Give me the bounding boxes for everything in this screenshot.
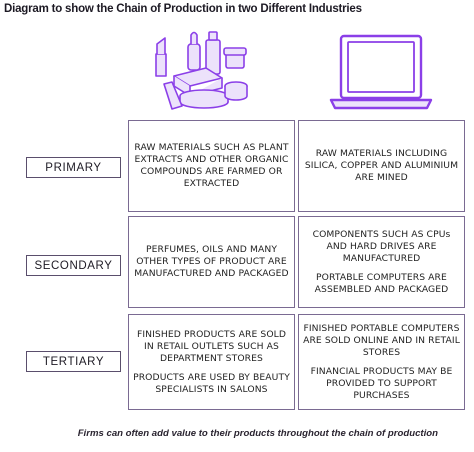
cell-text: FINISHED PRODUCTS ARE SOLD IN RETAIL OUT… [136,328,287,364]
cell-text: RAW MATERIALS INCLUDING SILICA, COPPER A… [304,148,459,183]
stage-label-secondary: SECONDARY [26,255,121,276]
stage-label-tertiary: TERTIARY [26,351,121,372]
cell-secondary-cosmetics: PERFUMES, OILS AND MANY OTHER TYPES OF P… [128,216,295,308]
footnote: Firms can often add value to their produ… [77,428,438,439]
cell-tertiary-computers: FINISHED PORTABLE COMPUTERS ARE SOLD ONL… [298,314,465,410]
laptop-icon [329,34,433,110]
cell-text: FINISHED PORTABLE COMPUTERS ARE SOLD ONL… [303,322,460,358]
cell-text: FINANCIAL PRODUCTS MAY BE PROVIDED TO SU… [310,365,453,401]
cell-text: PORTABLE COMPUTERS ARE ASSEMBLED AND PAC… [314,271,449,295]
stage-label-primary: PRIMARY [26,157,121,178]
cell-primary-cosmetics: RAW MATERIALS SUCH AS PLANT EXTRACTS AND… [128,120,295,212]
cell-text: PERFUMES, OILS AND MANY OTHER TYPES OF P… [134,244,289,279]
cell-text: COMPONENTS SUCH AS CPUs AND HARD DRIVES … [312,228,451,264]
diagram-title: Diagram to show the Chain of Production … [4,3,362,15]
cosmetics-icon [155,31,248,110]
cell-text: PRODUCTS ARE USED BY BEAUTY SPECIALISTS … [133,371,290,395]
cell-primary-computers: RAW MATERIALS INCLUDING SILICA, COPPER A… [298,120,465,212]
cell-text: RAW MATERIALS SUCH AS PLANT EXTRACTS AND… [134,142,289,189]
cell-secondary-computers: COMPONENTS SUCH AS CPUs AND HARD DRIVES … [298,216,465,308]
cell-tertiary-cosmetics: FINISHED PRODUCTS ARE SOLD IN RETAIL OUT… [128,314,295,410]
